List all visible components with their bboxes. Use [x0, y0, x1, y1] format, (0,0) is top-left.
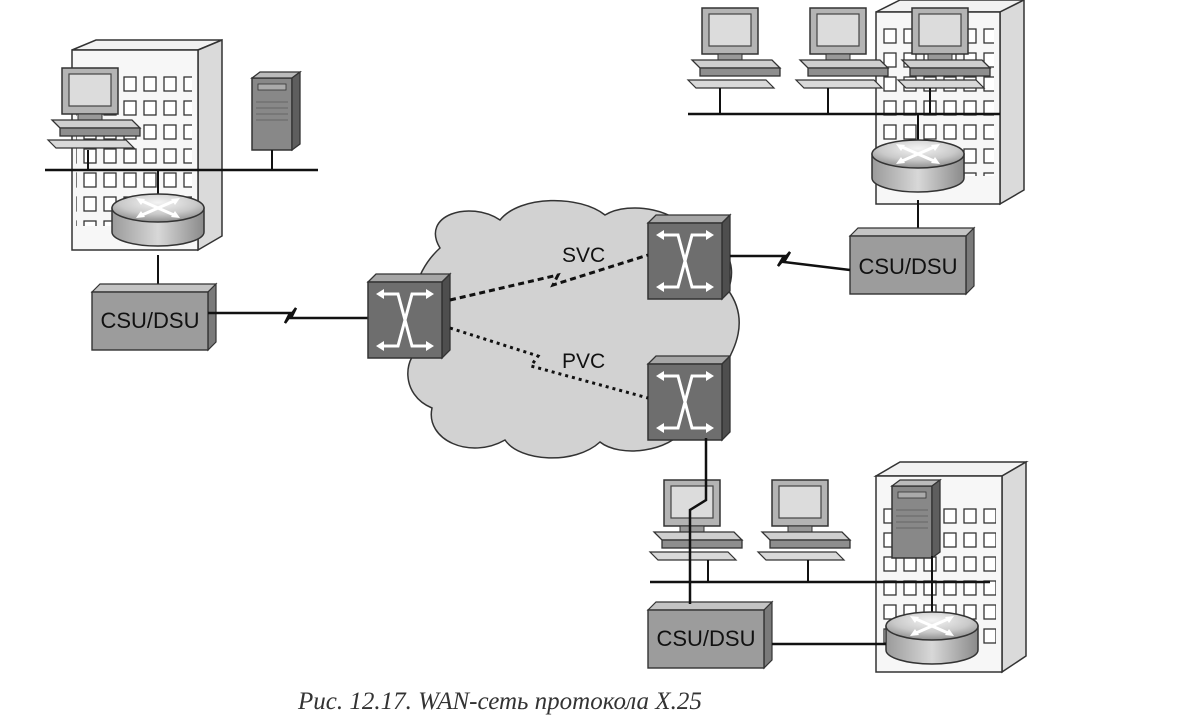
server-icon — [251, 71, 301, 151]
csu-dsu-label: CSU/DSU — [100, 308, 199, 333]
x25-switch-icon[interactable] — [366, 272, 452, 360]
svc-circuit — [449, 253, 649, 302]
computer-icon — [687, 7, 781, 89]
csu-dsu-bottom-right: CSU/DSU — [647, 601, 773, 669]
serial-link-left — [208, 307, 372, 324]
router-icon — [110, 192, 206, 248]
site-bottom-right: CSU/DSU — [647, 460, 1029, 674]
serial-link-bottom-right — [688, 438, 708, 604]
server-icon — [891, 479, 941, 559]
site-left: CSU/DSU — [45, 38, 318, 351]
serial-link-top-right — [730, 251, 851, 272]
pvc-label: PVC — [562, 350, 605, 373]
x25-switch-icon[interactable] — [646, 213, 732, 301]
computer-icon — [649, 479, 743, 561]
computer-icon — [757, 479, 851, 561]
pvc-circuit — [449, 326, 649, 400]
svc-label: SVC — [562, 244, 605, 267]
figure-caption: Рис. 12.17. WAN-сеть протокола X.25 — [298, 688, 702, 715]
csu-dsu-label: CSU/DSU — [656, 626, 755, 651]
computer-icon — [795, 7, 889, 89]
csu-dsu-label: CSU/DSU — [858, 254, 957, 279]
router-icon — [870, 138, 966, 194]
csu-dsu-top-right: CSU/DSU — [849, 227, 975, 295]
x25-switch-icon[interactable] — [646, 354, 732, 442]
router-icon — [884, 610, 980, 666]
csu-dsu-left: CSU/DSU — [91, 283, 217, 351]
site-top-right: CSU/DSU — [687, 0, 1025, 295]
